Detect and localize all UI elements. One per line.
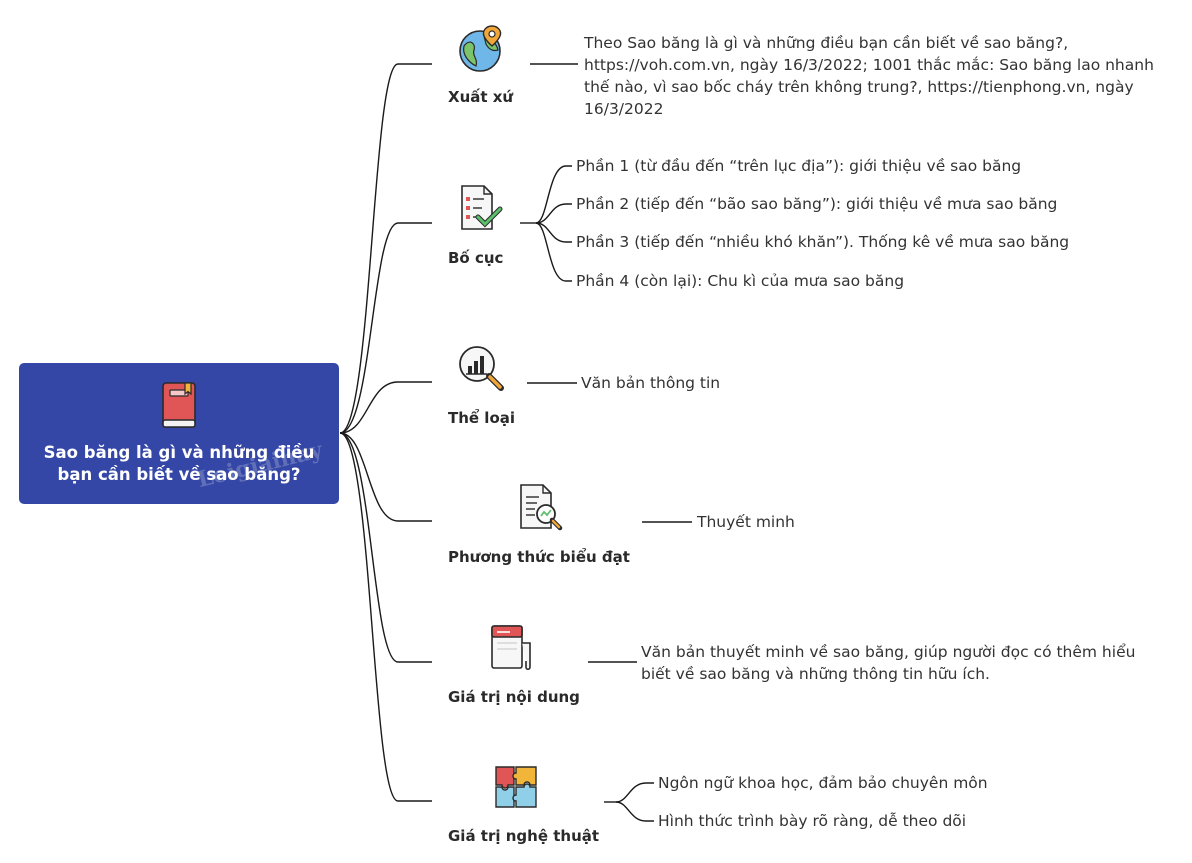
leaf-the-loai: Văn bản thông tin: [581, 374, 721, 392]
connector-nghe-thuat-leaf-2: [615, 801, 654, 822]
puzzle-icon: [495, 766, 537, 808]
root-title: Sao băng là gì và những điều bạn cần biế…: [43, 443, 315, 484]
connector-root-the-loai: [339, 381, 432, 434]
connector-bo-cuc-leaf-4: [535, 222, 572, 282]
connector-root-gia-tri-nghe-thuat: [339, 432, 432, 802]
leaf-bo-cuc-4: Phần 4 (còn lại): Chu kì của mưa sao băn…: [576, 272, 905, 290]
globe-pin-icon: [459, 25, 502, 72]
connector-root-xuat-xu: [339, 63, 432, 434]
chart-magnifier-icon: [459, 346, 504, 391]
connector-bo-cuc-leaf-2: [535, 203, 572, 224]
branch-label-bo-cuc: Bố cục: [448, 249, 504, 267]
connector-bo-cuc-leaf-3: [535, 222, 572, 243]
checklist-icon: [461, 185, 503, 230]
leaf-gia-tri-nghe-thuat-2: Hình thức trình bày rõ ràng, dễ theo dõi: [658, 812, 967, 830]
leaf-gia-tri-noi-dung: Văn bản thuyết minh về sao băng, giúp ng…: [641, 643, 1136, 683]
leaf-phuong-thuc-bieu-dat: Thuyết minh: [697, 513, 795, 531]
connector-nghe-thuat-leaf-1: [615, 782, 654, 803]
root-node: Sao băng là gì và những điều bạn cần biế…: [19, 363, 339, 504]
notebook-icon: [491, 625, 531, 671]
leaf-gia-tri-nghe-thuat-1: Ngôn ngữ khoa học, đảm bảo chuyên môn: [658, 774, 988, 792]
leaf-bo-cuc-3: Phần 3 (tiếp đến “nhiều khó khăn”). Thốn…: [576, 233, 1070, 251]
branch-label-xuat-xu: Xuất xứ: [448, 88, 514, 106]
leaf-bo-cuc-2: Phần 2 (tiếp đến “bão sao băng”): giới t…: [576, 195, 1058, 213]
connector-root-gia-tri-noi-dung: [339, 432, 432, 663]
leaf-xuat-xu: Theo Sao băng là gì và những điều bạn cầ…: [584, 34, 1154, 118]
connector-root-phuong-thuc: [339, 432, 432, 522]
branch-label-gia-tri-noi-dung: Giá trị nội dung: [448, 688, 580, 706]
document-analysis-icon: [520, 484, 563, 531]
branch-label-gia-tri-nghe-thuat: Giá trị nghệ thuật: [448, 827, 600, 845]
branch-label-the-loai: Thể loại: [448, 409, 516, 427]
connector-root-bo-cuc: [339, 222, 432, 434]
leaf-bo-cuc-1: Phần 1 (từ đầu đến “trên lục địa”): giới…: [576, 157, 1022, 175]
connector-bo-cuc-leaf-1: [535, 165, 572, 224]
branch-label-phuong-thuc-bieu-dat: Phương thức biểu đạt: [448, 548, 630, 566]
book-icon: [162, 382, 196, 428]
